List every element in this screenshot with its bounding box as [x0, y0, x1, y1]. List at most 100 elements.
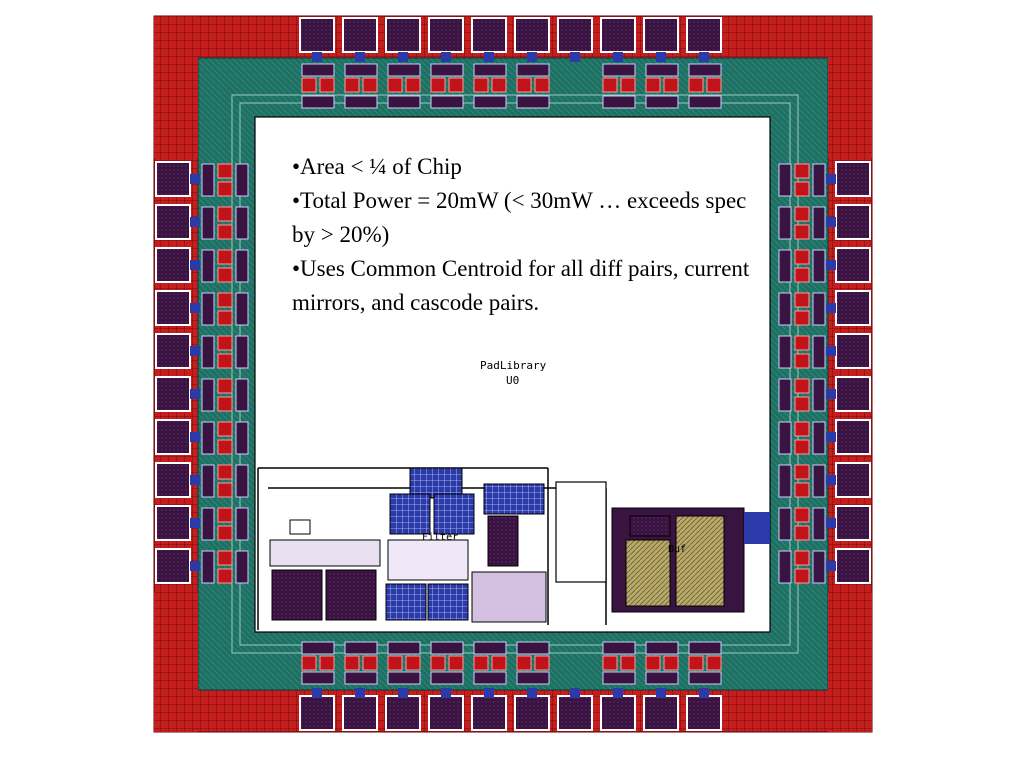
- io-cell: [812, 421, 826, 455]
- device: [217, 464, 233, 480]
- cap-array: [389, 493, 431, 535]
- io-cell: [602, 95, 636, 109]
- device: [217, 353, 233, 369]
- device: [794, 310, 810, 326]
- via: [312, 52, 322, 62]
- io-cell: [430, 641, 464, 655]
- io-cell: [235, 464, 249, 498]
- via: [826, 217, 836, 227]
- io-cell: [778, 292, 792, 326]
- io-cell: [201, 335, 215, 369]
- io-cell: [602, 641, 636, 655]
- io-cell: [645, 95, 679, 109]
- device: [217, 378, 233, 394]
- io-cell: [387, 95, 421, 109]
- bond-pad: [155, 419, 191, 455]
- via: [826, 389, 836, 399]
- device: [794, 163, 810, 179]
- bond-pad: [385, 695, 421, 731]
- via: [398, 688, 408, 698]
- io-cell: [778, 421, 792, 455]
- device: [794, 206, 810, 222]
- io-cell: [201, 292, 215, 326]
- io-cell: [516, 63, 550, 77]
- device: [473, 77, 489, 93]
- via: [613, 688, 623, 698]
- bond-pad: [155, 462, 191, 498]
- bond-pad: [155, 333, 191, 369]
- device: [491, 77, 507, 93]
- bond-pad: [342, 17, 378, 53]
- bond-pad: [155, 204, 191, 240]
- bond-pad: [686, 17, 722, 53]
- via: [190, 174, 200, 184]
- io-cell: [688, 63, 722, 77]
- device: [217, 507, 233, 523]
- device: [430, 77, 446, 93]
- core-blocks: [257, 467, 770, 630]
- device: [645, 77, 661, 93]
- io-cell: [235, 335, 249, 369]
- device: [217, 421, 233, 437]
- device: [794, 267, 810, 283]
- device: [217, 482, 233, 498]
- device: [319, 655, 335, 671]
- device: [794, 507, 810, 523]
- io-cell: [201, 421, 215, 455]
- via: [190, 346, 200, 356]
- via: [699, 688, 709, 698]
- device: [794, 335, 810, 351]
- io-cell: [778, 507, 792, 541]
- io-cell: [688, 95, 722, 109]
- via: [826, 174, 836, 184]
- io-cell: [201, 507, 215, 541]
- via: [699, 52, 709, 62]
- via: [190, 389, 200, 399]
- device: [319, 77, 335, 93]
- io-cell: [201, 163, 215, 197]
- io-cell: [778, 249, 792, 283]
- io-cell: [430, 63, 464, 77]
- bias-cells: [269, 539, 381, 567]
- bond-pad: [342, 695, 378, 731]
- io-cell: [430, 671, 464, 685]
- bond-pad: [835, 290, 871, 326]
- io-cell: [812, 249, 826, 283]
- io-cell: [473, 641, 507, 655]
- io-cell: [344, 95, 378, 109]
- io-cell: [201, 249, 215, 283]
- bond-pad: [514, 17, 550, 53]
- device: [217, 181, 233, 197]
- io-cell: [645, 671, 679, 685]
- resistor-block: [487, 515, 519, 567]
- io-cell: [235, 378, 249, 412]
- via: [826, 475, 836, 485]
- io-cell: [201, 206, 215, 240]
- device: [794, 439, 810, 455]
- via: [441, 52, 451, 62]
- cap-array: [427, 583, 469, 621]
- device: [448, 655, 464, 671]
- device: [387, 655, 403, 671]
- io-cell: [235, 292, 249, 326]
- bond-pad: [299, 695, 335, 731]
- device: [794, 181, 810, 197]
- device: [516, 655, 532, 671]
- io-cell: [688, 641, 722, 655]
- io-cell: [387, 641, 421, 655]
- io-cell: [688, 671, 722, 685]
- olive-block: [675, 515, 725, 607]
- bond-pad: [155, 376, 191, 412]
- device: [706, 655, 722, 671]
- io-cell: [812, 378, 826, 412]
- diff-pair: [271, 569, 323, 621]
- via: [190, 518, 200, 528]
- corner-block: [154, 16, 198, 158]
- io-cell: [473, 63, 507, 77]
- device: [602, 77, 618, 93]
- bond-pad: [155, 548, 191, 584]
- device: [620, 77, 636, 93]
- device: [688, 77, 704, 93]
- device: [217, 249, 233, 265]
- io-cell: [344, 641, 378, 655]
